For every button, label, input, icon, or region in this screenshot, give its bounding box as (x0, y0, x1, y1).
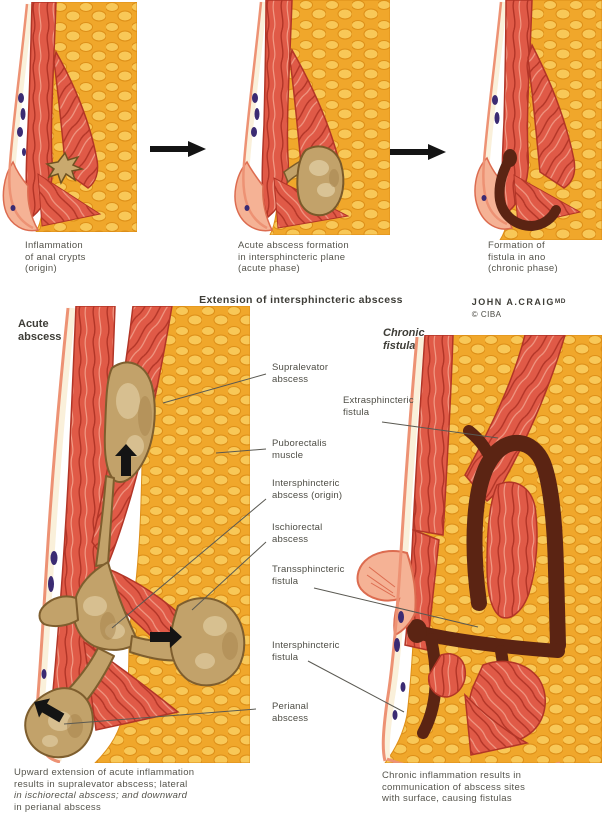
arrow-right-icon (150, 140, 208, 158)
spread-arrow-up-icon (115, 444, 137, 476)
caption-stage-3: Formation of fistula in ano (chronic pha… (488, 240, 558, 274)
left-panel-title: Acute abscess (18, 318, 62, 343)
label-ischiorectal-abscess: Ischiorectal abscess (272, 522, 323, 545)
leader-puborectalis (215, 448, 267, 454)
label-perianal-abscess: Perianal abscess (272, 701, 309, 724)
label-intersphincteric-abscess: Intersphincteric abscess (origin) (272, 478, 343, 501)
leader-intersphincteric-abscess (111, 498, 267, 629)
label-intersphincteric-fistula: Intersphincteric fistula (272, 640, 340, 663)
label-extrasphincteric-fistula: Extrasphincteric fistula (343, 395, 414, 418)
illustration-stage-1-anal-crypts (2, 2, 137, 232)
fistula-tract-shape (494, 149, 561, 232)
illustration-chronic-fistula (355, 335, 602, 763)
illustration-stage-3-fistula (440, 0, 602, 240)
artist-signature-suffix: MD (554, 298, 566, 305)
spread-arrow-right-icon (150, 626, 182, 648)
section-title: Extension of intersphincteric abscess (199, 294, 403, 306)
leader-transsphincteric (313, 587, 479, 628)
right-panel-title: Chronic fistula (383, 327, 425, 352)
illustration-stage-2-acute-abscess (222, 0, 390, 235)
intersphincteric-abscess-shape (283, 145, 345, 217)
copyright-text: © CIBA (471, 310, 502, 319)
label-puborectalis-muscle: Puborectalis muscle (272, 438, 327, 461)
leader-intersphincteric-fistula (307, 660, 405, 713)
label-supralevator-abscess: Supralevator abscess (272, 362, 329, 385)
leader-ischiorectal (191, 541, 267, 611)
caption-acute-part2: in ischiorectal abscess; and downward (14, 790, 188, 801)
leader-supralevator (162, 373, 267, 404)
label-transsphincteric-fistula: Transsphincteric fistula (272, 564, 345, 587)
caption-acute-part3: in perianal abscess (14, 801, 102, 813)
inflamed-crypt-shape (45, 151, 85, 185)
artist-credit: JOHN A.CRAIGMD © CIBA (472, 292, 566, 319)
caption-chronic-summary: Chronic inflammation results in communic… (382, 770, 526, 804)
illustration-acute-abscess-extension (20, 306, 250, 763)
artist-signature: JOHN A.CRAIG (471, 297, 555, 307)
leader-perianal (63, 708, 257, 725)
leader-lines (0, 305, 602, 767)
fistula-tracts (414, 425, 566, 747)
arrow-right-icon (390, 143, 448, 161)
caption-acute-summary: Upward extension of acute inflammation r… (14, 767, 304, 813)
spread-arrow-down-left-icon (34, 698, 65, 723)
caption-acute-part1: Upward extension of acute inflammation r… (14, 767, 195, 790)
caption-stage-1: Inflammation of anal crypts (origin) (25, 240, 86, 274)
leader-extrasphincteric (381, 421, 499, 439)
caption-stage-2: Acute abscess formation in intersphincte… (238, 240, 349, 274)
